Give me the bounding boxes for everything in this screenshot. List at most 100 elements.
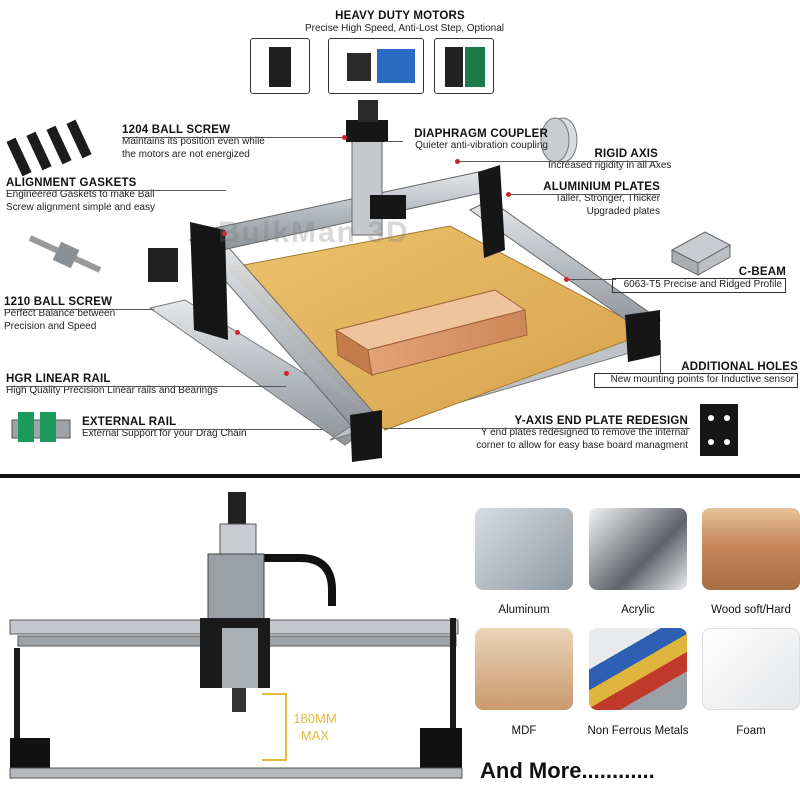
leader-line — [82, 429, 322, 430]
cnc-machine-illustration — [6, 100, 738, 462]
callout-y-axis-end-plate: Y-AXIS END PLATE REDESIGN Y end plates r… — [460, 415, 688, 452]
callout-alignment-gaskets: ALIGNMENT GASKETS Engineered Gaskets to … — [6, 177, 155, 214]
material-tile-non-ferrous — [589, 628, 687, 710]
left-gantry-plate — [190, 222, 228, 340]
callout-title: ALUMINIUM PLATES — [543, 181, 660, 193]
callout-title: ADDITIONAL HOLES — [681, 361, 798, 373]
clearance-suffix: MAX — [300, 728, 330, 743]
y-motor — [148, 248, 178, 282]
callout-additional-holes: ADDITIONAL HOLES New mounting points for… — [594, 361, 798, 388]
z-motor — [358, 100, 378, 122]
front-left-end-plate — [350, 410, 382, 462]
leader-line — [384, 428, 690, 429]
and-more-text: And More............ — [480, 758, 655, 783]
leader-line — [660, 340, 661, 374]
callout-title: EXTERNAL RAIL — [82, 416, 177, 428]
callout-desc: Perfect Balance between — [4, 308, 116, 319]
feature-diagram-panel: HEAVY DUTY MOTORS Precise High Speed, An… — [4, 10, 798, 462]
leader-line — [6, 386, 286, 387]
callout-desc: Maintains its position even while — [122, 136, 265, 147]
callout-desc: External Support for your Drag Chain — [82, 428, 247, 439]
callout-aluminium-plates: ALUMINIUM PLATES Taller, Stronger, Thick… — [524, 181, 660, 218]
callout-desc: Engineered Gaskets to make Ball — [6, 189, 155, 200]
callout-desc: Upgraded plates — [586, 205, 660, 217]
callout-title: DIAPHRAGM COUPLER — [414, 128, 548, 140]
callout-title: RIGID AXIS — [594, 148, 658, 160]
z-axis-rail — [351, 139, 383, 236]
motor-option-1 — [250, 38, 310, 94]
clearance-value: 180MM — [293, 711, 337, 726]
callout-title: 1204 BALL SCREW — [122, 124, 231, 136]
motors-callout: HEAVY DUTY MOTORS Precise High Speed, An… — [305, 10, 505, 36]
material-tile-aluminum — [475, 508, 573, 590]
leader-line — [122, 137, 342, 138]
callout-title: HGR LINEAR RAIL — [6, 373, 111, 385]
motors-subtitle: Precise High Speed, Anti-Lost Step, Opti… — [305, 23, 505, 34]
leader-line — [6, 190, 226, 191]
callout-external-rail: EXTERNAL RAIL External Support for your … — [82, 416, 247, 441]
leader-line — [385, 141, 403, 142]
callout-1204-ball-screw: 1204 BALL SCREW Maintains its position e… — [122, 124, 265, 161]
motors-title: HEAVY DUTY MOTORS — [335, 10, 465, 22]
callout-desc: Quieter anti-vibration coupling — [415, 140, 548, 151]
clearance-dimension — [262, 693, 287, 761]
collet — [232, 688, 246, 712]
right-gantry-plate — [478, 165, 505, 258]
materials-panel: 180MM MAX Aluminum Acrylic Wood soft/Har… — [0, 478, 800, 800]
pointer-dot — [222, 231, 227, 236]
panel-divider — [0, 474, 800, 478]
spindle — [207, 553, 265, 625]
callout-1210-ball-screw: 1210 BALL SCREW Perfect Balance between … — [4, 296, 115, 333]
callout-hgr-linear-rail: HGR LINEAR RAIL High Quality Precision L… — [6, 373, 218, 398]
motor-option-2 — [328, 38, 424, 94]
z-motor-mount — [346, 120, 388, 142]
material-label-mdf: MDF — [511, 725, 537, 737]
callout-diaphragm-coupler: DIAPHRAGM COUPLER Quieter anti-vibration… — [402, 128, 548, 153]
callout-desc: 6063-T5 Precise and Ridged Profile — [612, 278, 786, 293]
pointer-dot — [342, 135, 347, 140]
material-tile-acrylic — [589, 508, 687, 590]
callout-title: ALIGNMENT GASKETS — [6, 177, 137, 189]
callout-desc: corner to allow for easy base board mana… — [476, 439, 688, 451]
pointer-dot — [506, 192, 511, 197]
gantry-front-illustration — [9, 492, 463, 779]
z-motor — [228, 492, 246, 524]
ball-screw-part — [28, 235, 102, 273]
pointer-dot — [564, 277, 569, 282]
callout-c-beam: C-BEAM 6063-T5 Precise and Ridged Profil… — [612, 266, 786, 293]
callout-desc: Y end plates redesigned to remove the in… — [480, 427, 688, 438]
material-tile-foam — [702, 628, 800, 710]
hgr-rail-part — [11, 412, 71, 442]
material-label-aluminum: Aluminum — [498, 604, 550, 616]
pointer-dot — [455, 159, 460, 164]
leader-line — [458, 161, 658, 162]
callout-rigid-axis: RIGID AXIS Increased rigidity in all Axe… — [548, 148, 672, 173]
brand-watermark: BulkMan 3D — [218, 216, 410, 249]
material-label-non-ferrous: Non Ferrous Metals — [587, 725, 689, 737]
material-label-wood: Wood soft/Hard — [711, 604, 791, 616]
callout-title: C-BEAM — [738, 266, 786, 278]
c-beam-part — [670, 231, 732, 276]
callout-desc: High Quality Precision Linear rails and … — [6, 385, 218, 396]
motor-option-3 — [434, 38, 494, 94]
diaphragm-coupler-part — [540, 117, 578, 163]
material-tile-mdf — [475, 628, 573, 710]
material-label-foam: Foam — [736, 725, 766, 737]
leader-line — [4, 309, 154, 310]
callout-desc: New mounting points for Inductive sensor — [594, 373, 798, 388]
alignment-gaskets-parts — [6, 119, 92, 177]
callout-desc: Increased rigidity in all Axes — [548, 160, 672, 171]
callout-desc: Taller, Stronger, Thicker — [555, 193, 660, 204]
y-end-plate-part — [700, 404, 738, 456]
pointer-dot — [235, 330, 240, 335]
callout-title: Y-AXIS END PLATE REDESIGN — [514, 415, 688, 427]
leader-line — [510, 194, 660, 195]
callout-title: 1210 BALL SCREW — [4, 296, 113, 308]
pointer-dot — [284, 371, 289, 376]
callout-desc: Precision and Speed — [4, 320, 97, 332]
callout-desc: the motors are not energized — [122, 148, 250, 160]
material-tile-wood — [702, 508, 800, 590]
material-label-acrylic: Acrylic — [621, 604, 655, 616]
leader-line — [568, 279, 616, 280]
spindle-clearance-label: 180MM MAX — [290, 710, 340, 744]
